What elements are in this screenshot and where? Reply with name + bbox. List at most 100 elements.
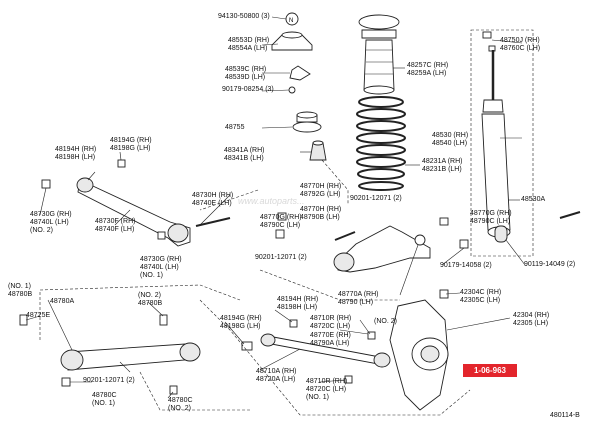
lateral-arm-no1-part (76, 177, 191, 247)
part-label-l07[interactable]: 48257C (RH)48259A (LH) (407, 62, 448, 78)
part-label-l37[interactable]: 48770E (RH)48790A (LH) (310, 332, 351, 348)
part-label-l32[interactable]: 42304C (RH)42305C (LH) (460, 289, 501, 305)
part-label-line: 48530 (RH) (432, 132, 469, 139)
part-label-line: 48730F (RH) (95, 218, 136, 225)
part-label-line: (NO. 2) (138, 292, 161, 299)
reference-tag[interactable]: 1-06-963 (463, 364, 517, 377)
part-label-line: 48755 (225, 124, 245, 131)
part-label-l29[interactable]: (NO. 2)48780B (138, 292, 162, 308)
bump-stopper-part (309, 140, 327, 161)
part-label-line: 48710R (RH) (310, 315, 352, 322)
part-label-l08[interactable]: 48750J (RH)48760C (LH) (500, 37, 540, 53)
part-label-line: 48194G (RH) (110, 137, 152, 144)
part-label-line: (NO. 2) (168, 405, 191, 412)
part-label-line: (NO. 1) (140, 272, 163, 279)
part-label-l18[interactable]: 48770G (RH)48790C (LH) (470, 210, 512, 226)
part-label-line: 90179-08254 (3) (222, 86, 274, 93)
part-label-line: 48790C (LH) (470, 218, 511, 225)
part-label-l30[interactable]: 48194H (RH)48198H (LH) (277, 296, 318, 312)
part-label-l05[interactable]: 48755 (225, 124, 244, 132)
part-label-line: 48710A (RH) (256, 368, 297, 375)
watermark: www.autoparts... (238, 196, 305, 206)
part-label-l01[interactable]: 94130-50800 (3) (218, 13, 270, 21)
part-label-l41[interactable]: 48780C(NO. 1) (92, 392, 117, 408)
shock-absorber-part (481, 31, 511, 243)
part-label-line: (NO. 2) (30, 227, 53, 234)
part-label-l23[interactable]: 48730G (RH)48740L (LH)(NO. 1) (140, 256, 182, 280)
part-label-line: 48720C (LH) (310, 323, 351, 330)
mount-part (292, 111, 322, 133)
shock-group-box (470, 29, 534, 257)
part-label-line: 48530A (521, 196, 546, 203)
part-label-line: 48198H (LH) (55, 154, 96, 161)
part-label-line: 48539D (LH) (225, 74, 266, 81)
part-label-line: (NO. 1) (306, 394, 329, 401)
group-dashed-lines (39, 159, 471, 416)
part-label-line: 48231B (LH) (422, 166, 462, 173)
part-label-l02[interactable]: 48553D (RH)48554A (LH) (228, 37, 269, 53)
part-label-l11[interactable]: 48194H (RH)48198H (LH) (55, 146, 96, 162)
part-label-line: 42305 (LH) (513, 320, 549, 327)
part-label-l40[interactable]: 48710R (RH)48720C (LH)(NO. 1) (306, 378, 347, 402)
part-label-line: (NO. 2) (374, 318, 397, 325)
upper-support-part (271, 31, 313, 51)
part-label-line: 48740L (LH) (140, 264, 179, 271)
part-label-l39[interactable]: 90201-12071 (2) (83, 377, 135, 385)
part-label-l28[interactable]: 48725E (26, 312, 50, 320)
part-label-line: 48730H (RH) (192, 192, 234, 199)
part-label-line: 48790C (LH) (260, 222, 301, 229)
part-label-l19[interactable]: 48770G (RH)48790C (LH) (260, 214, 302, 230)
coil-spring-part (356, 96, 406, 191)
part-label-l17[interactable]: 48770H (RH)48790B (LH) (300, 206, 341, 222)
part-label-line: 48730G (RH) (30, 211, 72, 218)
svg-text:N: N (289, 18, 293, 24)
part-label-line: 42305C (LH) (460, 297, 501, 304)
part-label-l33[interactable]: 48194G (RH)48198G (LH) (220, 315, 262, 331)
part-label-l38[interactable]: 48710A (RH)48720A (LH) (256, 368, 296, 384)
part-label-l12[interactable]: 48194G (RH)48198G (LH) (110, 137, 152, 153)
part-label-line: 90201-12071 (2) (255, 254, 307, 261)
part-label-line: 48554A (LH) (228, 45, 268, 52)
part-label-line: 48780B (138, 300, 163, 307)
part-label-l04[interactable]: 90179-08254 (3) (222, 86, 274, 94)
part-label-line: 48259A (LH) (407, 70, 447, 77)
part-label-line: 42304C (RH) (460, 289, 502, 296)
part-label-l24[interactable]: 90179-14058 (2) (440, 262, 492, 270)
part-label-line: 48194H (RH) (277, 296, 319, 303)
part-label-line: 48770G (RH) (470, 210, 512, 217)
part-label-l42[interactable]: 48780C(NO. 2) (168, 397, 193, 413)
bracket-part (288, 65, 311, 94)
part-label-line: 48790A (LH) (310, 340, 350, 347)
part-label-l06[interactable]: 48341A (RH)48341B (LH) (224, 147, 264, 163)
part-label-line: 48198H (LH) (277, 304, 318, 311)
part-label-l15[interactable]: 48770H (RH)48792G (LH) (300, 183, 341, 199)
part-label-l13[interactable]: 90201-12071 (2) (350, 195, 402, 203)
part-label-line: 48231A (RH) (422, 158, 463, 165)
part-label-l26[interactable]: (NO. 1)48780B (8, 283, 32, 299)
part-label-l10[interactable]: 48231A (RH)48231B (LH) (422, 158, 462, 174)
part-label-l21[interactable]: 48730F (RH)48740F (LH) (95, 218, 135, 234)
part-label-l03[interactable]: 48539C (RH)48539D (LH) (225, 66, 266, 82)
part-label-line: 48720A (LH) (256, 376, 296, 383)
part-label-l14[interactable]: 48530A (521, 196, 545, 204)
part-label-line: 48730G (RH) (140, 256, 182, 263)
part-label-l22[interactable]: 90201-12071 (2) (255, 254, 307, 262)
part-label-l09[interactable]: 48530 (RH)48540 (LH) (432, 132, 468, 148)
part-label-l31[interactable]: 48770A (RH)48790 (LH) (338, 291, 378, 307)
mount-nut-part: N (285, 12, 299, 26)
part-label-line: 48740E (LH) (192, 200, 232, 207)
part-label-line: 48720C (LH) (306, 386, 347, 393)
part-label-line: 90179-14058 (2) (440, 262, 492, 269)
part-label-l35[interactable]: (NO. 2) (374, 318, 397, 326)
part-label-l16[interactable]: 48730H (RH)48740E (LH) (192, 192, 233, 208)
part-label-line: 48780C (92, 392, 117, 399)
part-label-l20[interactable]: 48730G (RH)48740L (LH)(NO. 2) (30, 211, 72, 235)
part-label-line: 48790B (LH) (300, 214, 340, 221)
part-label-l27[interactable]: 48780A (50, 298, 74, 306)
part-label-l36[interactable]: 42304 (RH)42305 (LH) (513, 312, 549, 328)
part-label-l34[interactable]: 48710R (RH)48720C (LH) (310, 315, 351, 331)
leader-lines (25, 16, 526, 399)
figure-code: 480114-B (550, 412, 580, 419)
part-label-l25[interactable]: 90119-14049 (2) (524, 261, 575, 269)
